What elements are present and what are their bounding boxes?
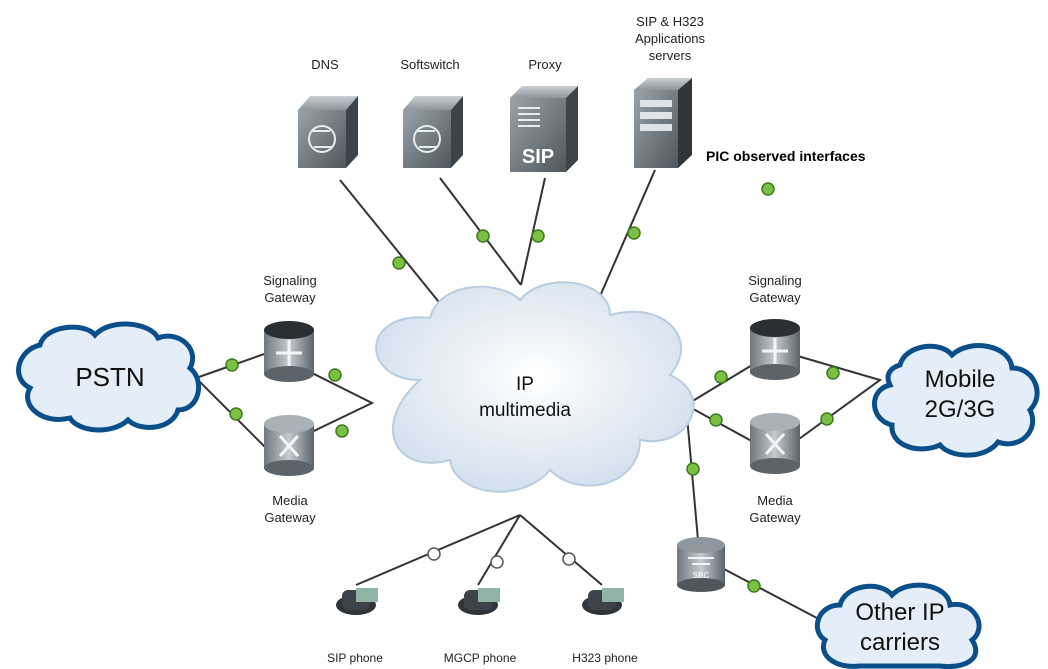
proxy-sip-badge: SIP bbox=[522, 146, 554, 168]
legend-label: PIC observed interfaces bbox=[706, 148, 866, 164]
other-ip-cloud bbox=[814, 582, 982, 669]
ip-line2: multimedia bbox=[479, 400, 571, 421]
proxy-label: Proxy bbox=[528, 57, 562, 72]
mobile-cloud bbox=[872, 343, 1040, 458]
interface-dot bbox=[531, 229, 545, 243]
mgcp-phone-label: MGCP phone bbox=[443, 651, 517, 665]
observed-interface-dots bbox=[225, 182, 840, 593]
proxy-server-icon bbox=[510, 86, 578, 172]
interface-dot bbox=[686, 462, 700, 476]
h323-phone-label: H323 phone bbox=[572, 651, 638, 665]
mobile-cloud-label: Mobile 2G/3G bbox=[900, 365, 1020, 425]
ip-multimedia-cloud bbox=[375, 281, 695, 493]
pstn-cloud bbox=[16, 321, 201, 433]
link-pstn-gateways bbox=[195, 350, 375, 454]
left-media-gateway-icon bbox=[264, 415, 314, 476]
dns-label: DNS bbox=[311, 57, 339, 72]
sbc-device-icon bbox=[677, 537, 725, 592]
interface-dot bbox=[328, 368, 342, 382]
legend-interface-dot bbox=[761, 182, 775, 196]
interface-dot bbox=[225, 358, 239, 372]
left-sig-line2: Gateway bbox=[264, 290, 316, 305]
interface-dot bbox=[627, 226, 641, 240]
right-media-line2: Gateway bbox=[749, 510, 801, 525]
link-sbc-other-ip bbox=[721, 567, 835, 628]
phone-link-dot bbox=[562, 552, 576, 566]
right-media-gateway-label: Media Gateway bbox=[730, 492, 820, 526]
interface-dot bbox=[476, 229, 490, 243]
sip-phone-label: SIP phone bbox=[327, 651, 383, 665]
left-media-line1: Media bbox=[272, 493, 308, 508]
link-phone-h323 bbox=[519, 514, 603, 586]
link-phone-mgcp bbox=[477, 514, 521, 586]
left-media-gateway-label: Media Gateway bbox=[245, 492, 335, 526]
other-line1: Other IP bbox=[855, 599, 945, 626]
interface-dot bbox=[392, 256, 406, 270]
link-app-servers bbox=[593, 169, 656, 311]
right-media-gateway-icon bbox=[750, 413, 800, 474]
right-sig-line1: Signaling bbox=[748, 273, 802, 288]
interface-dot bbox=[747, 579, 761, 593]
right-media-line1: Media bbox=[757, 493, 793, 508]
app-server-icon bbox=[634, 78, 692, 168]
ip-line1: IP bbox=[516, 374, 534, 395]
sip-phone-icon bbox=[336, 588, 378, 615]
link-mobile-gateways bbox=[685, 348, 883, 457]
left-signaling-gateway-icon bbox=[264, 321, 314, 382]
mobile-line2: 2G/3G bbox=[924, 396, 996, 423]
mobile-line1: Mobile bbox=[924, 366, 996, 393]
interface-dot bbox=[229, 407, 243, 421]
interface-dot bbox=[335, 424, 349, 438]
interface-dot bbox=[714, 370, 728, 384]
softswitch-server-icon bbox=[403, 96, 463, 168]
phone-link-dot bbox=[490, 555, 504, 569]
other-ip-cloud-label: Other IP carriers bbox=[835, 598, 965, 658]
ip-cloud-label: IP multimedia bbox=[440, 372, 610, 424]
left-media-line2: Gateway bbox=[264, 510, 316, 525]
interface-dot bbox=[820, 412, 834, 426]
right-signaling-gateway-label: Signaling Gateway bbox=[730, 272, 820, 306]
right-sig-line2: Gateway bbox=[749, 290, 801, 305]
app-servers-line3: servers bbox=[648, 48, 692, 63]
phone-link-dot bbox=[427, 547, 441, 561]
pstn-cloud-label: PSTN bbox=[75, 362, 145, 392]
other-line2: carriers bbox=[859, 629, 940, 656]
phone-interface-dots bbox=[427, 547, 576, 569]
sbc-badge: SBC bbox=[693, 571, 710, 580]
link-dns bbox=[339, 179, 448, 313]
app-servers-line1: SIP & H323 bbox=[636, 14, 704, 29]
left-signaling-gateway-label: Signaling Gateway bbox=[245, 272, 335, 306]
mgcp-phone-icon bbox=[458, 588, 500, 615]
dns-server-icon bbox=[298, 96, 358, 168]
interface-dot bbox=[826, 366, 840, 380]
left-sig-line1: Signaling bbox=[263, 273, 317, 288]
right-signaling-gateway-icon bbox=[750, 319, 800, 380]
app-servers-line2: Applications bbox=[634, 31, 706, 46]
h323-phone-icon bbox=[582, 588, 624, 615]
softswitch-label: Softswitch bbox=[400, 57, 460, 72]
interface-dot bbox=[709, 413, 723, 427]
app-servers-label: SIP & H323 Applications servers bbox=[620, 13, 720, 64]
